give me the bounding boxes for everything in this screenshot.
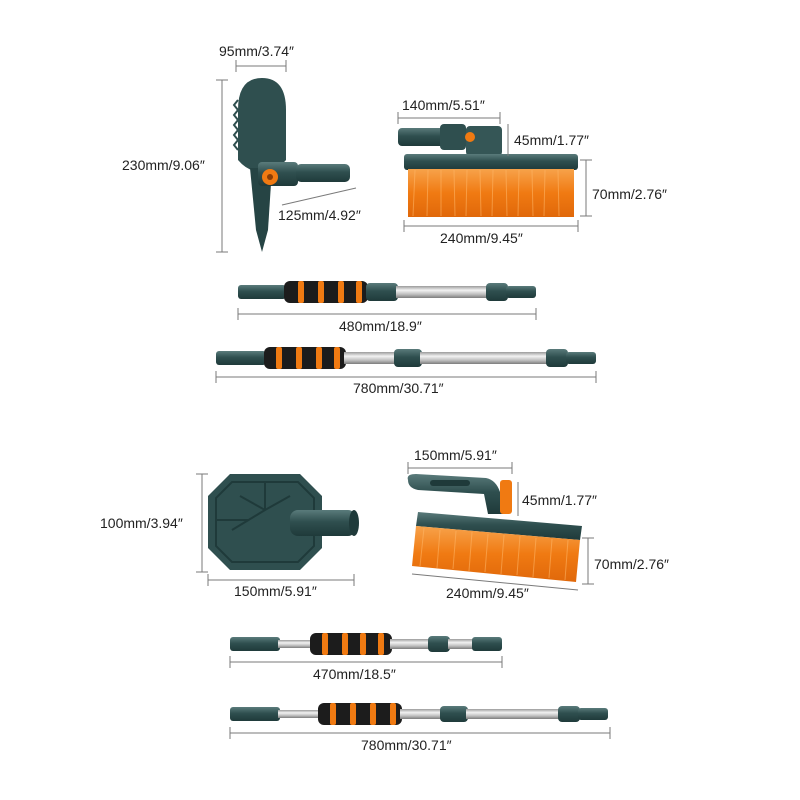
scraper-plate — [208, 474, 322, 570]
pole2-steel-tube-b — [420, 352, 548, 364]
scraper-plate-ribs — [215, 481, 315, 563]
scraper-attachment — [208, 474, 359, 570]
pole1-collar-right — [486, 283, 508, 301]
shovel-height-label: 230mm/9.06″ — [122, 157, 205, 173]
pole4-collar-right — [558, 706, 580, 722]
brush1-head-top — [404, 154, 578, 170]
pole1-grip-rings — [298, 281, 362, 303]
brush-attachment-2 — [407, 474, 582, 582]
telescopic-pole-780-bottom — [230, 703, 608, 725]
shovel-knob-center — [267, 174, 273, 180]
pole4-foam-grip — [318, 703, 402, 725]
brush-attachment-1 — [398, 124, 578, 217]
pole2-collar-right — [546, 349, 568, 367]
brush1-neck-height-label: 45mm/1.77″ — [514, 132, 589, 148]
shovel-spike — [250, 168, 272, 252]
brush2-orange-collar — [500, 480, 512, 514]
brush1-neck-length-label: 140mm/5.51″ — [402, 97, 485, 113]
pole3-steel-tube-c — [448, 639, 474, 649]
pole1-steel-tube — [396, 286, 488, 298]
brush1-neck-collar — [440, 124, 466, 150]
shovel-blade — [238, 78, 286, 172]
pole4-grip-rings — [330, 703, 396, 725]
scraper-width-label: 150mm/5.91″ — [234, 583, 317, 599]
pole3-end-cap-right — [472, 637, 502, 651]
pole4-steel-tube-b — [400, 709, 442, 719]
shovel-width-label: 95mm/3.74″ — [219, 43, 294, 59]
brush2-width-label: 240mm/9.45″ — [446, 585, 529, 601]
pole1-length-label: 480mm/18.9″ — [339, 318, 422, 334]
pole1-end-cap-left — [238, 285, 286, 299]
brush2-head-top — [416, 512, 582, 540]
telescopic-pole-470 — [230, 633, 502, 655]
brush2-bristle-strands — [419, 527, 569, 581]
pole3-foam-grip — [310, 633, 392, 655]
pole4-steel-tube-c — [466, 709, 560, 719]
pole3-collar-right — [428, 636, 450, 652]
brush2-bristles — [412, 526, 580, 582]
scraper-neck-opening — [349, 510, 359, 536]
shovel-coupler — [296, 164, 350, 182]
brush2-handle-label: 150mm/5.91″ — [414, 447, 497, 463]
brush1-bristle-strands — [412, 169, 560, 217]
pole3-steel-tube-b — [390, 639, 430, 649]
scraper-height-label: 100mm/3.94″ — [100, 515, 183, 531]
pole1-collar — [366, 283, 398, 301]
pole2-steel-tube-a — [344, 352, 396, 364]
pole1-end-cap-right — [506, 286, 536, 298]
shovel-blade-sawtooth — [232, 99, 240, 151]
pole3-end-cap-left — [230, 637, 280, 651]
brush2-handle-hole — [430, 480, 470, 486]
brush1-orange-button — [465, 132, 475, 142]
pole2-grip-rings — [276, 347, 340, 369]
brush1-neck-post — [466, 126, 502, 156]
telescopic-pole-780-top — [216, 347, 596, 369]
pole2-foam-grip — [264, 347, 346, 369]
pole3-length-label: 470mm/18.5″ — [313, 666, 396, 682]
brush1-width-label: 240mm/9.45″ — [440, 230, 523, 246]
pole3-steel-tube-a — [278, 640, 312, 648]
pole4-end-cap-left — [230, 707, 280, 721]
pole2-middle-collar — [394, 349, 422, 367]
scraper-neck — [290, 510, 356, 536]
pole4-steel-tube-a — [278, 710, 320, 718]
brush2-bristle-height-label: 70mm/2.76″ — [594, 556, 669, 572]
telescopic-pole-480 — [238, 281, 536, 303]
pole2-length-label: 780mm/30.71″ — [353, 380, 444, 396]
pole2-end-cap-left — [216, 351, 266, 365]
pole4-end-cap-right — [578, 708, 608, 720]
pole2-end-cap-right — [566, 352, 596, 364]
pole1-foam-grip — [284, 281, 368, 303]
pole3-grip-rings — [322, 633, 384, 655]
brush2-neck-height-label: 45mm/1.77″ — [522, 492, 597, 508]
pole4-length-label: 780mm/30.71″ — [361, 737, 452, 753]
brush1-bristle-height-label: 70mm/2.76″ — [592, 186, 667, 202]
shovel-attachment — [232, 78, 350, 252]
pole4-middle-collar — [440, 706, 468, 722]
shovel-neck-label: 125mm/4.92″ — [278, 207, 361, 223]
brush1-bristles — [408, 169, 574, 217]
